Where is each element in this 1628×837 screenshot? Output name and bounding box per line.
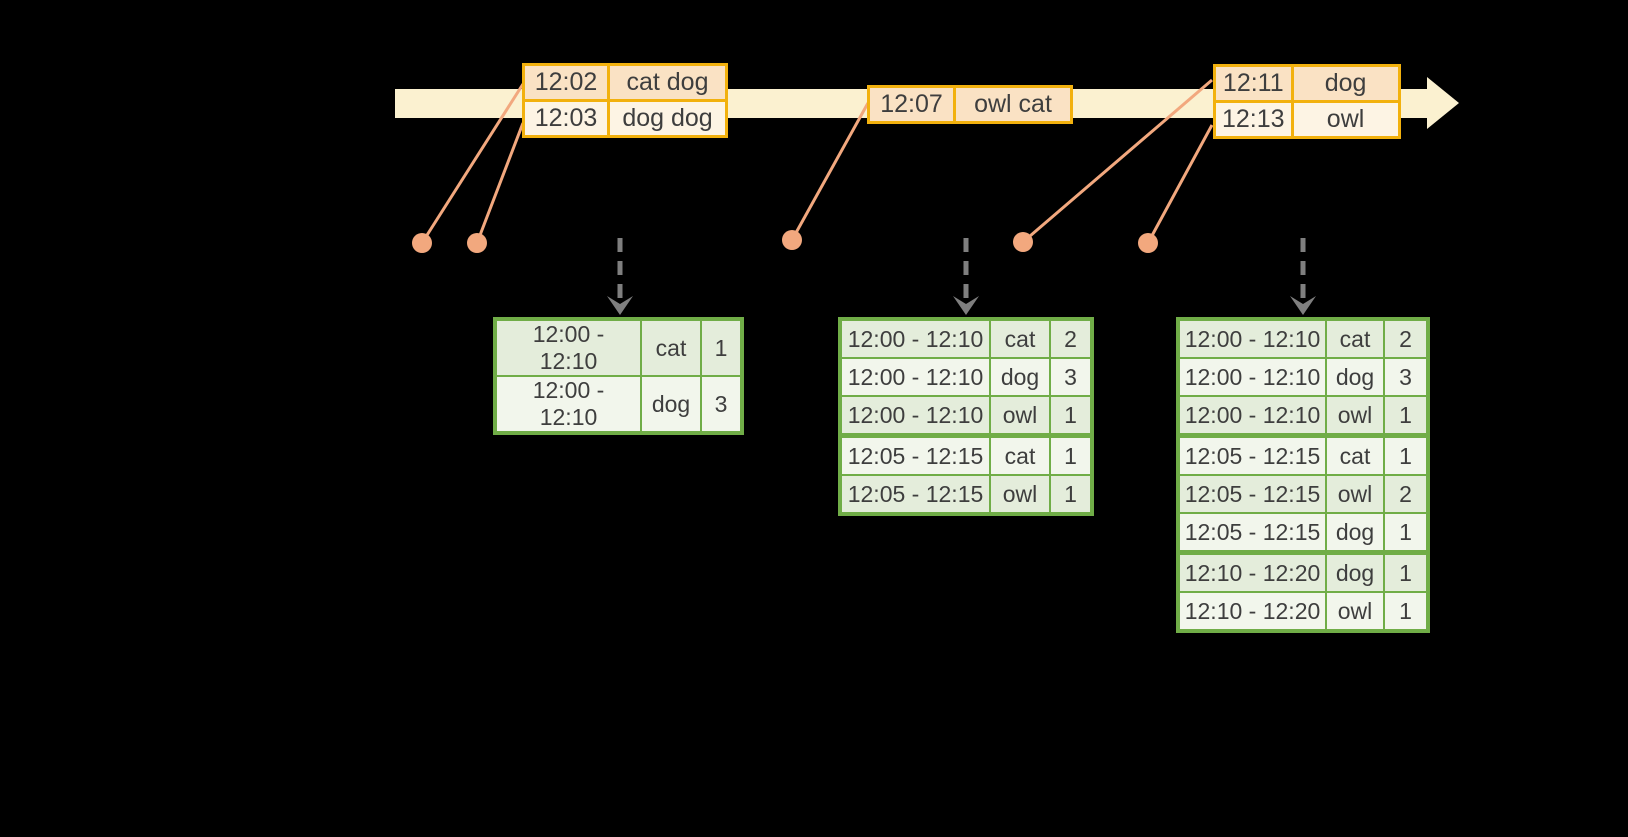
event-table-cell: cat dog — [607, 63, 728, 102]
event-table-cell: 12:07 — [867, 85, 956, 124]
trigger-arrow-icon — [953, 238, 979, 315]
result-table-cell: 12:00 - 12:10 — [839, 318, 991, 359]
result-table-cell: 1 — [700, 318, 743, 377]
event-dot — [467, 233, 487, 253]
result-table-cell: 1 — [1383, 433, 1429, 476]
result-table-cell: 1 — [1049, 395, 1093, 437]
event-connector-line — [1146, 124, 1214, 244]
event-table-cell: owl — [1290, 100, 1401, 139]
result-table-cell: cat — [989, 433, 1051, 476]
event-dot — [1138, 233, 1158, 253]
result-table-cell: owl — [1325, 395, 1385, 437]
event-connector-line — [1022, 78, 1213, 244]
result-table-cell: 12:00 - 12:10 — [839, 395, 991, 437]
result-table-cell: owl — [989, 474, 1051, 515]
result-table-cell: 3 — [1049, 357, 1093, 397]
result-table-cell: 2 — [1049, 318, 1093, 359]
event-table-cell: 12:13 — [1213, 100, 1294, 139]
result-table-cell: 3 — [700, 375, 743, 434]
event-dot — [782, 230, 802, 250]
event-dot — [412, 233, 432, 253]
result-table-cell: 2 — [1383, 474, 1429, 514]
result-table-cell: cat — [640, 318, 702, 377]
result-table-cell: 12:00 - 12:10 — [839, 357, 991, 397]
trigger-arrow-icon — [1290, 238, 1316, 315]
result-table-cell: owl — [1325, 591, 1385, 632]
result-table-cell: dog — [1325, 550, 1385, 593]
result-table-cell: owl — [989, 395, 1051, 437]
result-table-cell: cat — [1325, 433, 1385, 476]
result-table-cell: 12:05 - 12:15 — [1177, 512, 1327, 554]
event-table-cell: 12:02 — [522, 63, 610, 102]
event-table-cell: dog dog — [607, 99, 728, 138]
result-table-cell: dog — [989, 357, 1051, 397]
result-table-cell: 1 — [1049, 433, 1093, 476]
event-connector-line — [790, 102, 870, 241]
timeline-arrowhead-icon — [1427, 77, 1459, 129]
result-table-cell: 12:00 - 12:10 — [1177, 318, 1327, 359]
event-connector-line — [420, 83, 525, 244]
result-table-cell: 12:10 - 12:20 — [1177, 550, 1327, 593]
event-connector-line — [475, 122, 525, 244]
result-table-cell: cat — [989, 318, 1051, 359]
result-table-cell: 12:05 - 12:15 — [839, 433, 991, 476]
result-table-cell: 3 — [1383, 357, 1429, 397]
result-table-cell: 1 — [1383, 512, 1429, 554]
result-table-cell: dog — [1325, 512, 1385, 554]
result-table-cell: dog — [640, 375, 702, 434]
result-table-cell: 12:00 - 12:10 — [494, 318, 642, 377]
result-table-cell: 12:05 - 12:15 — [1177, 474, 1327, 514]
trigger-arrow-icon — [607, 238, 633, 315]
result-table-cell: 12:00 - 12:10 — [1177, 357, 1327, 397]
result-table-cell: 1 — [1383, 591, 1429, 632]
result-table-cell: 2 — [1383, 318, 1429, 359]
result-table-cell: cat — [1325, 318, 1385, 359]
result-table-cell: owl — [1325, 474, 1385, 514]
result-table-cell: 12:05 - 12:15 — [1177, 433, 1327, 476]
result-table-cell: dog — [1325, 357, 1385, 397]
event-table-cell: 12:03 — [522, 99, 610, 138]
result-table-cell: 1 — [1383, 395, 1429, 437]
result-table-cell: 12:05 - 12:15 — [839, 474, 991, 515]
event-table-cell: dog — [1290, 64, 1401, 103]
result-table-cell: 12:00 - 12:10 — [1177, 395, 1327, 437]
result-table-cell: 12:10 - 12:20 — [1177, 591, 1327, 632]
result-table-cell: 12:00 - 12:10 — [494, 375, 642, 434]
event-dot — [1013, 232, 1033, 252]
result-table-cell: 1 — [1049, 474, 1093, 515]
event-table-cell: 12:11 — [1213, 64, 1294, 103]
result-table-cell: 1 — [1383, 550, 1429, 593]
event-table-cell: owl cat — [953, 85, 1073, 124]
